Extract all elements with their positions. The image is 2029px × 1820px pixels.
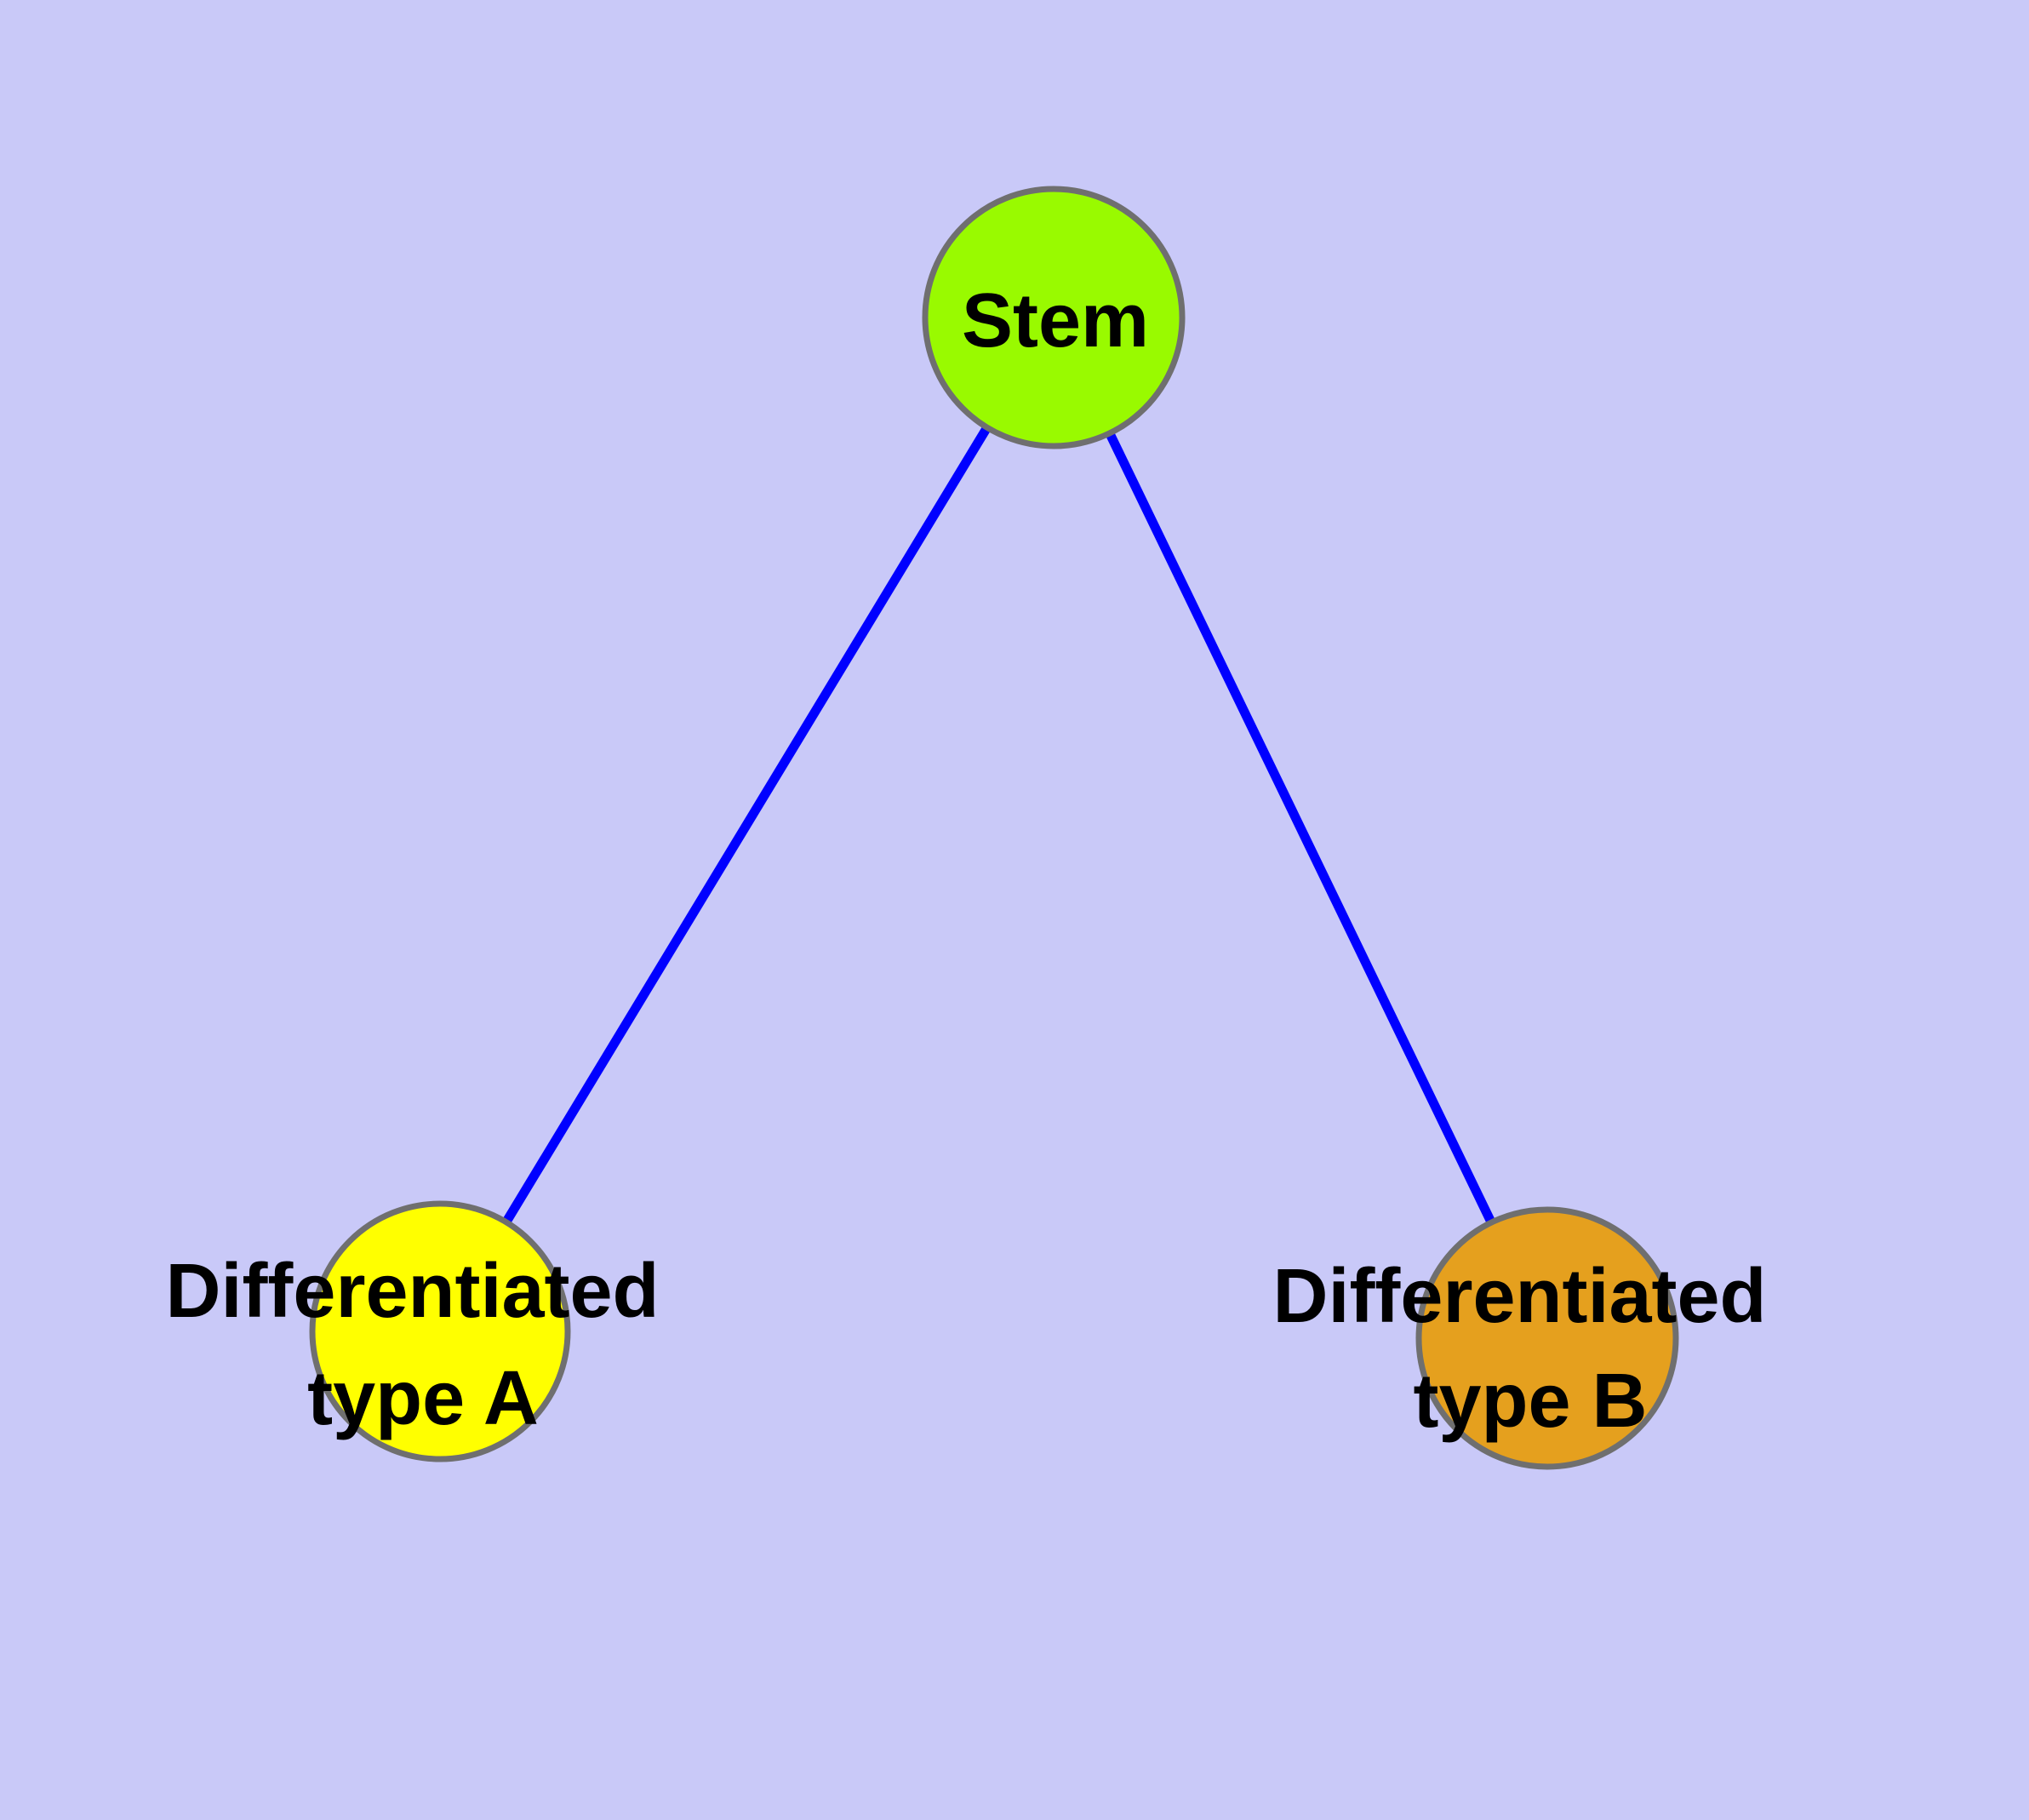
node-type-b-label-line1: Differentiated	[1272, 1254, 1766, 1339]
edge-stem-to-type-a	[436, 315, 1058, 1334]
node-type-a-label-line1: Differentiated	[165, 1249, 659, 1334]
node-stem-label-line: Stem	[962, 278, 1149, 363]
node-type-a-label-line2: type A	[307, 1356, 539, 1441]
node-type-a-circle	[309, 1200, 571, 1462]
node-type-a-label: Differentiated type A	[165, 1249, 680, 1441]
edge-stem-to-type-b	[1049, 315, 1552, 1341]
node-type-b-label-line2: type B	[1413, 1359, 1647, 1444]
node-type-b-label: Differentiated type B	[1272, 1254, 1787, 1444]
node-type-b-circle	[1415, 1206, 1679, 1470]
node-stem-label: Stem	[962, 278, 1149, 363]
node-stem-circle	[922, 186, 1186, 449]
